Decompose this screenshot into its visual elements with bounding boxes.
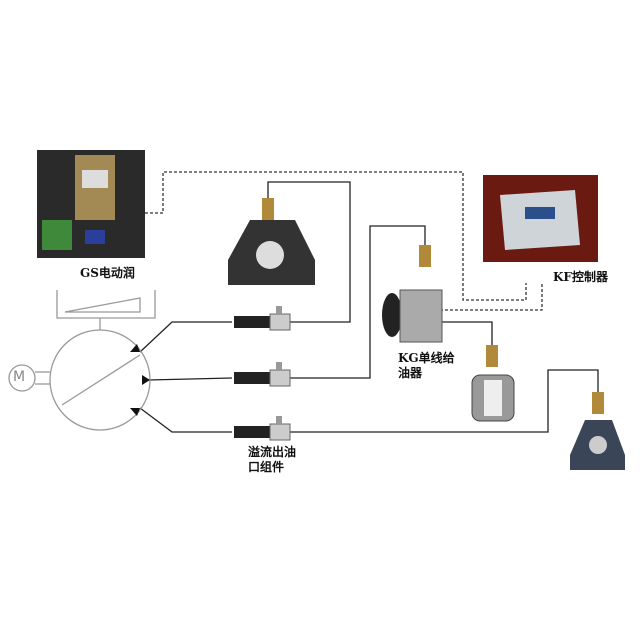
motor-label: M [13,369,26,385]
distributor-label-2: 油器 [398,366,423,380]
oil-lines [139,181,599,433]
relief-label-1: 溢流出油 [248,445,297,459]
pump-label: GS电动润 [80,266,135,280]
signal-lines [145,171,543,311]
pillow-block [570,392,625,470]
kg-distributor [382,245,443,343]
pump-schematic [8,290,156,431]
roller-bearing [471,345,515,422]
kf-controller-photo [483,175,598,262]
distributor-label-1: KG单线给 [398,351,455,365]
controller-label: KF控制器 [553,270,608,284]
bearing-housing [228,198,315,285]
relief-valves [234,306,291,441]
flow-arrows [130,344,150,416]
relief-label-2: 口组件 [248,460,285,474]
gs-pump-photo [37,150,145,258]
